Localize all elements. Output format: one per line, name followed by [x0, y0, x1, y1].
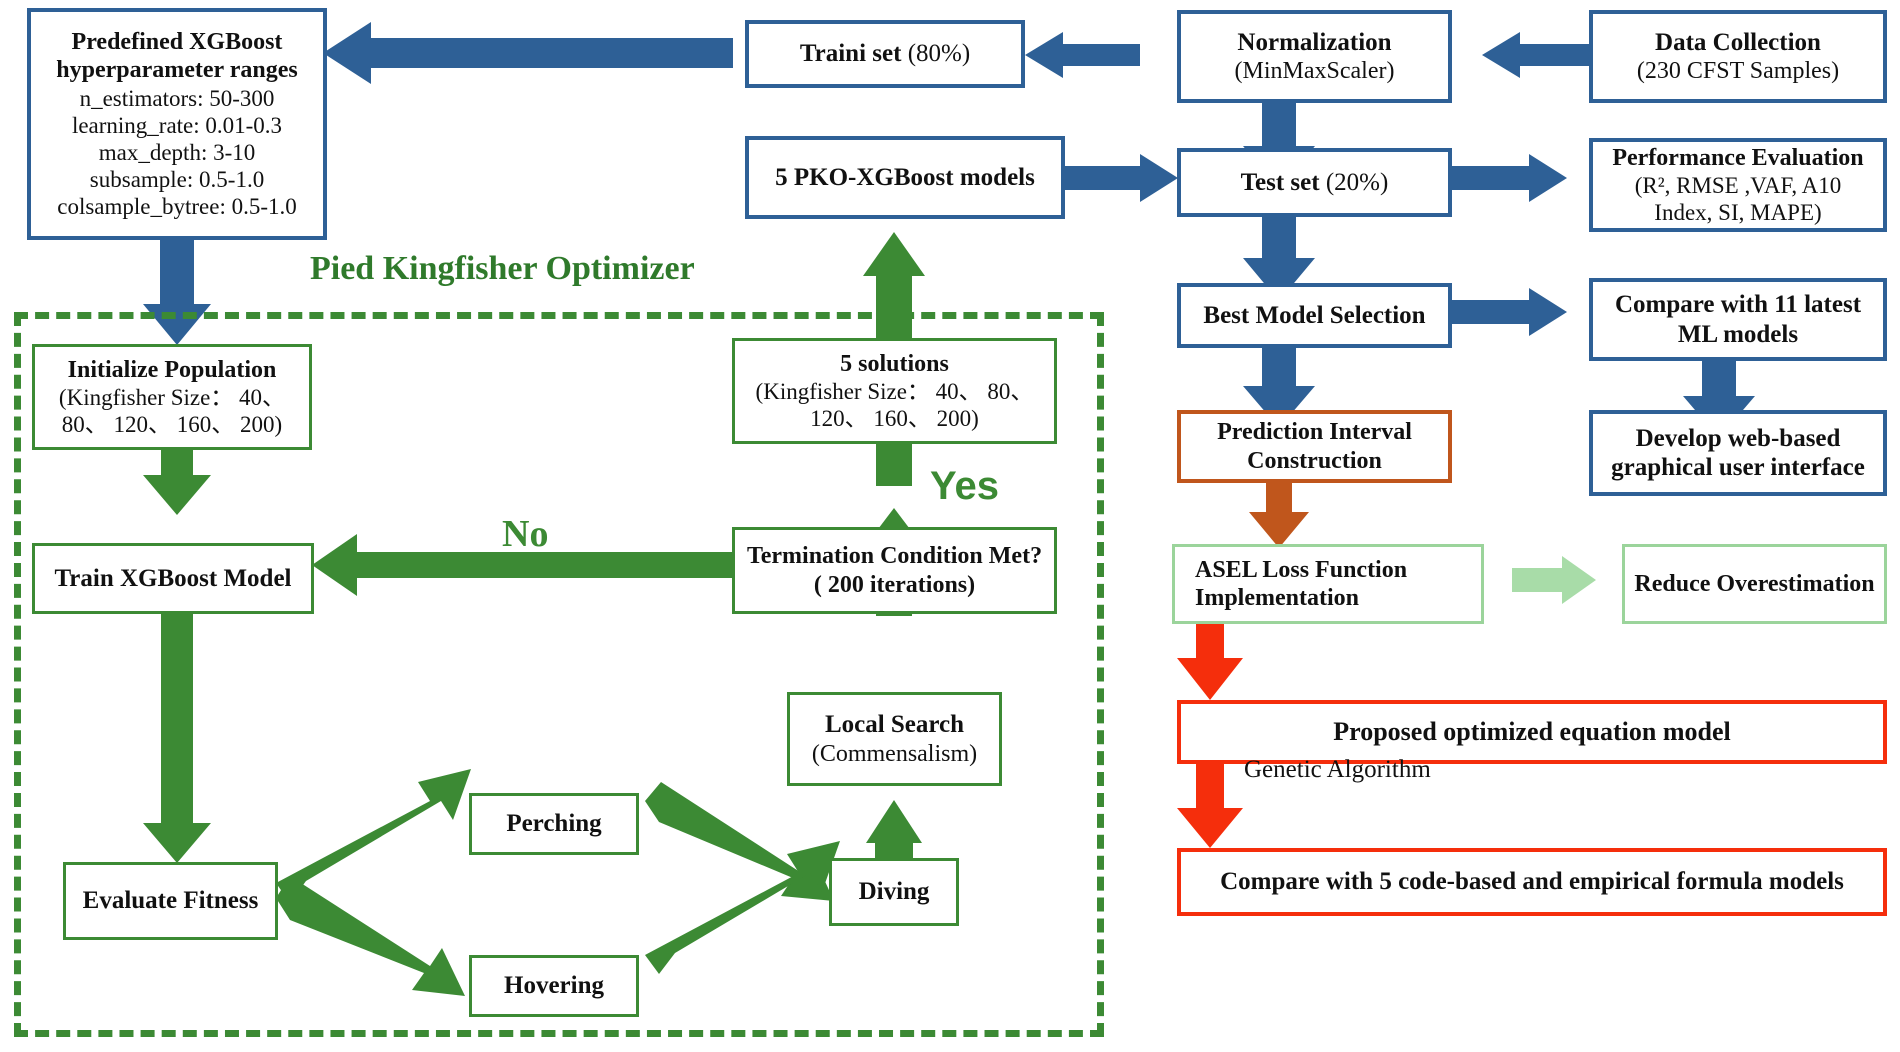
- box-train-xgboost-model[interactable]: Train XGBoost Model: [32, 543, 314, 614]
- box-initialize-population[interactable]: Initialize Population (Kingfisher Size： …: [32, 344, 312, 450]
- arrow-normalization-to-trainset: [1025, 32, 1140, 78]
- normalization-sub: (MinMaxScaler): [1234, 58, 1395, 85]
- arrow-trainset-to-hyperparams: [323, 22, 733, 84]
- hyperparams-line-4: colsample_bytree: 0.5-1.0: [57, 194, 297, 219]
- performance-sub1: (R², RMSE ,VAF, A10: [1634, 173, 1842, 199]
- train-set-sub: (80%): [907, 40, 971, 68]
- data-collection-sub: (230 CFST Samples): [1636, 58, 1840, 85]
- arrow-proposedeq-to-comparecode: [1177, 762, 1243, 848]
- termination-title2: ( 200 iterations): [813, 571, 976, 598]
- edge-label-no: No: [502, 513, 549, 555]
- termination-title: Termination Condition Met?: [746, 543, 1043, 570]
- reduce-over-title: Reduce Overestimation: [1634, 570, 1875, 597]
- box-asel-loss-function[interactable]: ASEL Loss Function Implementation: [1172, 544, 1484, 624]
- arrow-asel-to-reduceoverestimation: [1512, 556, 1596, 604]
- proposed-eq-title: Proposed optimized equation model: [1333, 716, 1731, 746]
- box-data-collection[interactable]: Data Collection (230 CFST Samples): [1589, 10, 1887, 103]
- five-solutions-sub1: (Kingfisher Size： 40、 80、: [755, 379, 1034, 405]
- compare-ml-title: Compare with 11 latest: [1614, 291, 1862, 318]
- box-hovering[interactable]: Hovering: [469, 955, 639, 1017]
- init-pop-sub2: 80、 120、 160、 200): [61, 412, 283, 438]
- arrow-testset-to-performance: [1452, 154, 1567, 202]
- arrow-bestmodel-to-comparell: [1452, 288, 1567, 336]
- train-xgb-title: Train XGBoost Model: [54, 564, 292, 592]
- pko-section-title: Pied Kingfisher Optimizer: [310, 250, 695, 287]
- evaluate-fitness-title: Evaluate Fitness: [82, 887, 259, 915]
- box-pko-xgboost-models[interactable]: 5 PKO-XGBoost models: [745, 136, 1065, 219]
- hyperparams-line-2: max_depth: 3-10: [98, 139, 256, 165]
- best-model-title: Best Model Selection: [1203, 301, 1426, 329]
- init-pop-sub1: (Kingfisher Size： 40、: [58, 385, 286, 411]
- box-proposed-optimized-equation[interactable]: Proposed optimized equation model: [1177, 700, 1887, 764]
- box-five-solutions[interactable]: 5 solutions (Kingfisher Size： 40、 80、 12…: [732, 338, 1057, 444]
- perching-title: Perching: [506, 810, 602, 838]
- train-set-title: Traini set: [799, 40, 908, 68]
- box-hyperparameter-ranges[interactable]: Predefined XGBoost hyperparameter ranges…: [27, 8, 327, 240]
- box-compare-11-ml-models[interactable]: Compare with 11 latest ML models: [1589, 278, 1887, 361]
- hyperparams-line-3: subsample: 0.5-1.0: [89, 166, 265, 192]
- pko-models-title: 5 PKO-XGBoost models: [775, 163, 1035, 191]
- prediction-interval-title2: Construction: [1247, 447, 1382, 474]
- compare-ml-title2: ML models: [1677, 320, 1799, 348]
- box-best-model-selection[interactable]: Best Model Selection: [1177, 283, 1452, 348]
- web-gui-title2: graphical user interface: [1611, 454, 1865, 481]
- edge-label-yes: Yes: [930, 464, 999, 508]
- prediction-interval-title: Prediction Interval: [1217, 419, 1412, 446]
- five-solutions-sub2: 120、 160、 200): [810, 406, 979, 432]
- box-evaluate-fitness[interactable]: Evaluate Fitness: [63, 862, 278, 940]
- arrow-pkomodels-to-testset: [1063, 154, 1178, 202]
- performance-sub2: Index, SI, MAPE): [1654, 200, 1822, 226]
- asel-title: ASEL Loss Function: [1195, 556, 1408, 583]
- arrow-datacollection-to-normalization: [1482, 32, 1597, 78]
- test-set-sub: (20%): [1325, 168, 1389, 196]
- pko-dashed-region: [14, 312, 1104, 1037]
- asel-title2: Implementation: [1195, 585, 1359, 611]
- arrow-predictioninterval-to-asel: [1249, 483, 1309, 548]
- five-solutions-title: 5 solutions: [840, 350, 949, 377]
- normalization-title: Normalization: [1237, 28, 1392, 56]
- compare-code-title: Compare with 5 code-based and empirical …: [1220, 868, 1844, 896]
- performance-title: Performance Evaluation: [1612, 144, 1864, 171]
- box-local-search[interactable]: Local Search (Commensalism): [787, 692, 1002, 786]
- hovering-title: Hovering: [504, 972, 604, 1000]
- test-set-title: Test set: [1240, 168, 1326, 196]
- box-termination-condition[interactable]: Termination Condition Met? ( 200 iterati…: [732, 527, 1057, 614]
- box-diving[interactable]: Diving: [829, 858, 959, 926]
- box-train-set[interactable]: Traini set (80%): [745, 20, 1025, 88]
- data-collection-title: Data Collection: [1655, 28, 1821, 56]
- box-compare-code-based[interactable]: Compare with 5 code-based and empirical …: [1177, 848, 1887, 916]
- box-develop-web-gui[interactable]: Develop web-based graphical user interfa…: [1589, 410, 1887, 496]
- web-gui-title: Develop web-based: [1635, 424, 1841, 452]
- box-performance-evaluation[interactable]: Performance Evaluation (R², RMSE ,VAF, A…: [1589, 138, 1887, 232]
- hyperparams-line-1: learning_rate: 0.01-0.3: [71, 112, 283, 138]
- edge-label-genetic-algorithm: Genetic Algorithm: [1244, 756, 1431, 783]
- local-search-title: Local Search: [824, 711, 965, 739]
- box-prediction-interval-construction[interactable]: Prediction Interval Construction: [1177, 410, 1452, 483]
- hyperparams-title2: hyperparameter ranges: [56, 57, 298, 84]
- hyperparams-line-0: n_estimators: 50-300: [79, 85, 275, 111]
- hyperparams-title: Predefined XGBoost: [71, 28, 283, 55]
- box-test-set[interactable]: Test set (20%): [1177, 148, 1452, 217]
- init-pop-title: Initialize Population: [67, 356, 277, 383]
- diving-title: Diving: [858, 878, 930, 906]
- box-reduce-overestimation[interactable]: Reduce Overestimation: [1622, 544, 1887, 624]
- local-search-sub: (Commensalism): [811, 740, 978, 767]
- box-perching[interactable]: Perching: [469, 793, 639, 855]
- box-normalization[interactable]: Normalization (MinMaxScaler): [1177, 10, 1452, 103]
